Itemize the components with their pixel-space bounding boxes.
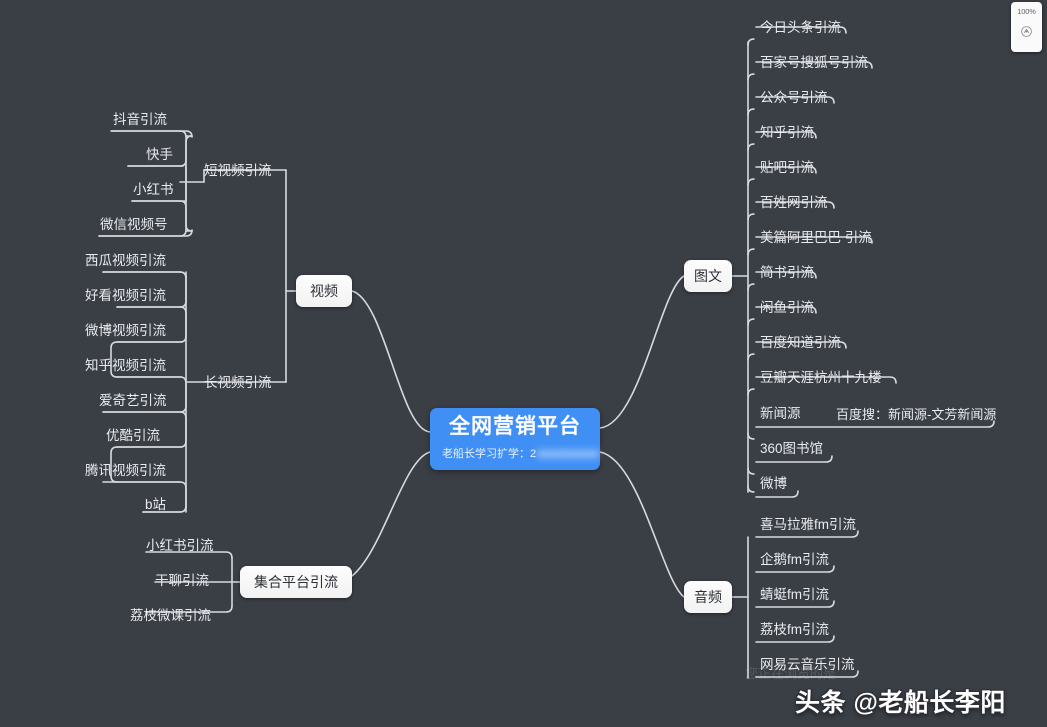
leaf-short-video-2[interactable]: 小红书 [133,182,174,197]
leaf-long-video-5[interactable]: 优酷引流 [106,428,160,443]
branch-node-aggregate-platform[interactable]: 集合平台引流 [240,566,352,598]
branch-node-video[interactable]: 视频 [296,275,352,307]
leaf-graphic-text-3[interactable]: 知乎引流 [760,125,814,140]
leaf-long-video-1[interactable]: 好看视频引流 [85,288,166,303]
leaf-short-video-1[interactable]: 快手 [146,147,173,162]
leaf-audio-1[interactable]: 企鹅fm引流 [760,552,829,567]
leaf-audio-3[interactable]: 荔枝fm引流 [760,622,829,637]
leaf-long-video-2[interactable]: 微博视频引流 [85,323,166,338]
branch-node-aggregate-platform-label: 集合平台引流 [254,574,338,590]
leaf-audio-4[interactable]: 网易云音乐引流 [760,657,855,672]
leaf-graphic-text-13[interactable]: 微博 [760,476,787,491]
leaf-graphic-text-2[interactable]: 公众号引流 [760,90,828,105]
leaf-graphic-text-7[interactable]: 简书引流 [760,265,814,280]
leaf-audio-2[interactable]: 蜻蜓fm引流 [760,587,829,602]
leaf-long-video-6[interactable]: 腾讯视频引流 [85,463,166,478]
subbranch-label-short-video[interactable]: 短视频引流 [204,163,272,178]
leaf-graphic-text-10[interactable]: 豆瓣天涯杭州十九楼 [760,370,882,385]
root-title: 全网营销平台 [449,415,581,439]
leaf-graphic-text-11-note: 百度搜：新闻源-文芳新闻源 [836,407,997,422]
leaf-aggregate-2[interactable]: 荔枝微课引流 [130,608,211,623]
leaf-aggregate-0[interactable]: 小红书引流 [146,538,214,553]
subbranch-label-long-video[interactable]: 长视频引流 [204,375,272,390]
root-subtitle-prefix: 老船长学习扩学：2 [442,447,537,460]
zoom-level-label[interactable]: 100% [1017,7,1036,16]
branch-node-audio-label: 音频 [694,589,722,605]
root-subtitle-blurred: ●●●●●●●●● [536,447,600,460]
leaf-graphic-text-9[interactable]: 百度知道引流 [760,335,841,350]
branch-node-audio[interactable]: 音频 [684,581,732,613]
branch-node-video-label: 视频 [310,283,338,299]
zoom-widget[interactable]: 100% [1011,2,1042,52]
leaf-graphic-text-8[interactable]: 闲鱼引流 [760,300,814,315]
branch-node-graphic-text[interactable]: 图文 [684,260,732,292]
leaf-aggregate-1[interactable]: 干聊引流 [155,573,209,588]
leaf-graphic-text-0[interactable]: 今日头条引流 [760,20,841,35]
leaf-long-video-4[interactable]: 爱奇艺引流 [99,393,167,408]
leaf-short-video-3[interactable]: 微信视频号 [100,217,168,232]
root-subtitle: 老船长学习扩学：2●●●●●●●●● [438,445,600,461]
branch-node-graphic-text-label: 图文 [694,268,722,284]
leaf-graphic-text-5[interactable]: 百姓网引流 [760,195,828,210]
leaf-long-video-3[interactable]: 知乎视频引流 [85,358,166,373]
leaf-long-video-7[interactable]: b站 [145,497,167,512]
leaf-graphic-text-1[interactable]: 百家号搜狐号引流 [760,55,868,70]
watermark-faint: 您正在浏览的是 [745,666,837,681]
leaf-short-video-0[interactable]: 抖音引流 [113,112,167,127]
leaf-graphic-text-11[interactable]: 新闻源 [760,406,801,421]
watermark: 头条 @老船长李阳 [795,689,1006,717]
fit-screen-icon[interactable] [1020,25,1033,38]
root-node[interactable]: 全网营销平台 老船长学习扩学：2●●●●●●●●● [430,408,600,470]
leaf-graphic-text-6[interactable]: 美篇阿里巴巴 引流 [760,230,872,245]
leaf-long-video-0[interactable]: 西瓜视频引流 [85,253,166,268]
leaf-graphic-text-12[interactable]: 360图书馆 [760,441,824,456]
leaf-graphic-text-4[interactable]: 贴吧引流 [760,160,814,175]
leaf-audio-0[interactable]: 喜马拉雅fm引流 [760,517,856,532]
